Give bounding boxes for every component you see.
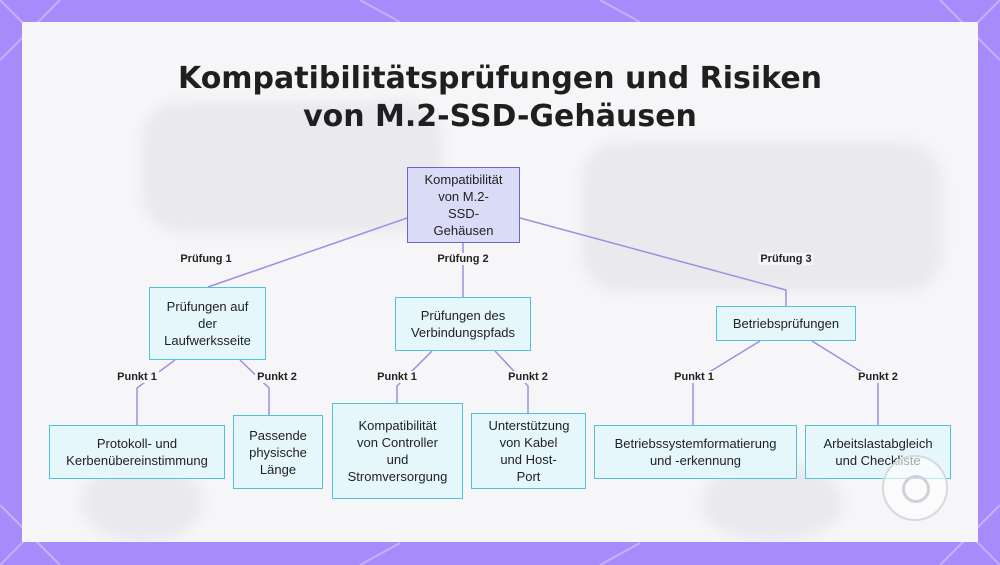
root-node-label: Kompatibilität von M.2-SSD-Gehäusen xyxy=(424,172,503,238)
edge-laufwerk-punkt-2 xyxy=(239,359,270,415)
edge-verbindung-punkt-1 xyxy=(396,350,433,403)
title-line-2: von M.2-SSD-Gehäusen xyxy=(303,99,697,134)
node-controller-strom: Kompatibilität von Controller und Stromv… xyxy=(332,403,463,499)
node-label: Prüfungen des Verbindungspfads xyxy=(410,308,516,340)
blurred-background-shape xyxy=(582,142,942,292)
title-line-1: Kompatibilitätsprüfungen und Risiken xyxy=(177,61,823,96)
edge-label-pruefung-3: Prüfung 3 xyxy=(758,253,814,265)
blurred-background-shape xyxy=(142,102,442,232)
edge-root-to-pruefung-3 xyxy=(519,217,787,306)
node-pruefungen-verbindungspfad: Prüfungen des Verbindungspfads xyxy=(395,297,531,351)
node-label: Unterstützung von Kabel und Host-Port xyxy=(488,418,570,484)
node-protokoll-kerbe: Protokoll- und Kerbenübereinstimmung xyxy=(49,425,225,479)
node-kabel-host-port: Unterstützung von Kabel und Host-Port xyxy=(471,413,586,489)
edge-label-punkt-2: Punkt 2 xyxy=(255,371,299,383)
edge-root-to-pruefung-1 xyxy=(207,217,408,288)
edge-label-pruefung-1: Prüfung 1 xyxy=(178,253,234,265)
node-label: Kompatibilität von Controller und Stromv… xyxy=(347,418,448,484)
root-node: Kompatibilität von M.2-SSD-Gehäusen xyxy=(407,167,520,243)
node-label: Protokoll- und Kerbenübereinstimmung xyxy=(66,436,208,468)
node-pruefungen-laufwerksseite: Prüfungen auf der Laufwerksseite xyxy=(149,287,266,360)
edge-label-punkt-1: Punkt 1 xyxy=(672,371,716,383)
node-physische-laenge: Passende physische Länge xyxy=(233,415,323,489)
node-label: Passende physische Länge xyxy=(249,427,307,477)
edge-label-punkt-1: Punkt 1 xyxy=(115,371,159,383)
edge-label-punkt-2: Punkt 2 xyxy=(506,371,550,383)
node-label: Betriebsprüfungen xyxy=(732,316,840,331)
edge-betrieb-punkt-2 xyxy=(811,340,879,425)
edge-label-punkt-2: Punkt 2 xyxy=(856,371,900,383)
edge-verbindung-punkt-2 xyxy=(494,350,529,413)
watermark-badge-icon xyxy=(882,455,948,521)
edge-betrieb-punkt-1 xyxy=(692,340,761,425)
edge-laufwerk-punkt-1 xyxy=(136,359,176,425)
node-label: Betriebssystemformatierung und -erkennun… xyxy=(614,436,777,468)
node-betriebspruefungen: Betriebsprüfungen xyxy=(716,306,856,341)
diagram-title: Kompatibilitätsprüfungen und Risiken von… xyxy=(0,60,1000,136)
edge-label-punkt-1: Punkt 1 xyxy=(375,371,419,383)
edge-label-pruefung-2: Prüfung 2 xyxy=(435,253,491,265)
node-betriebssystem: Betriebssystemformatierung und -erkennun… xyxy=(594,425,797,479)
node-label: Prüfungen auf der Laufwerksseite xyxy=(164,299,251,348)
